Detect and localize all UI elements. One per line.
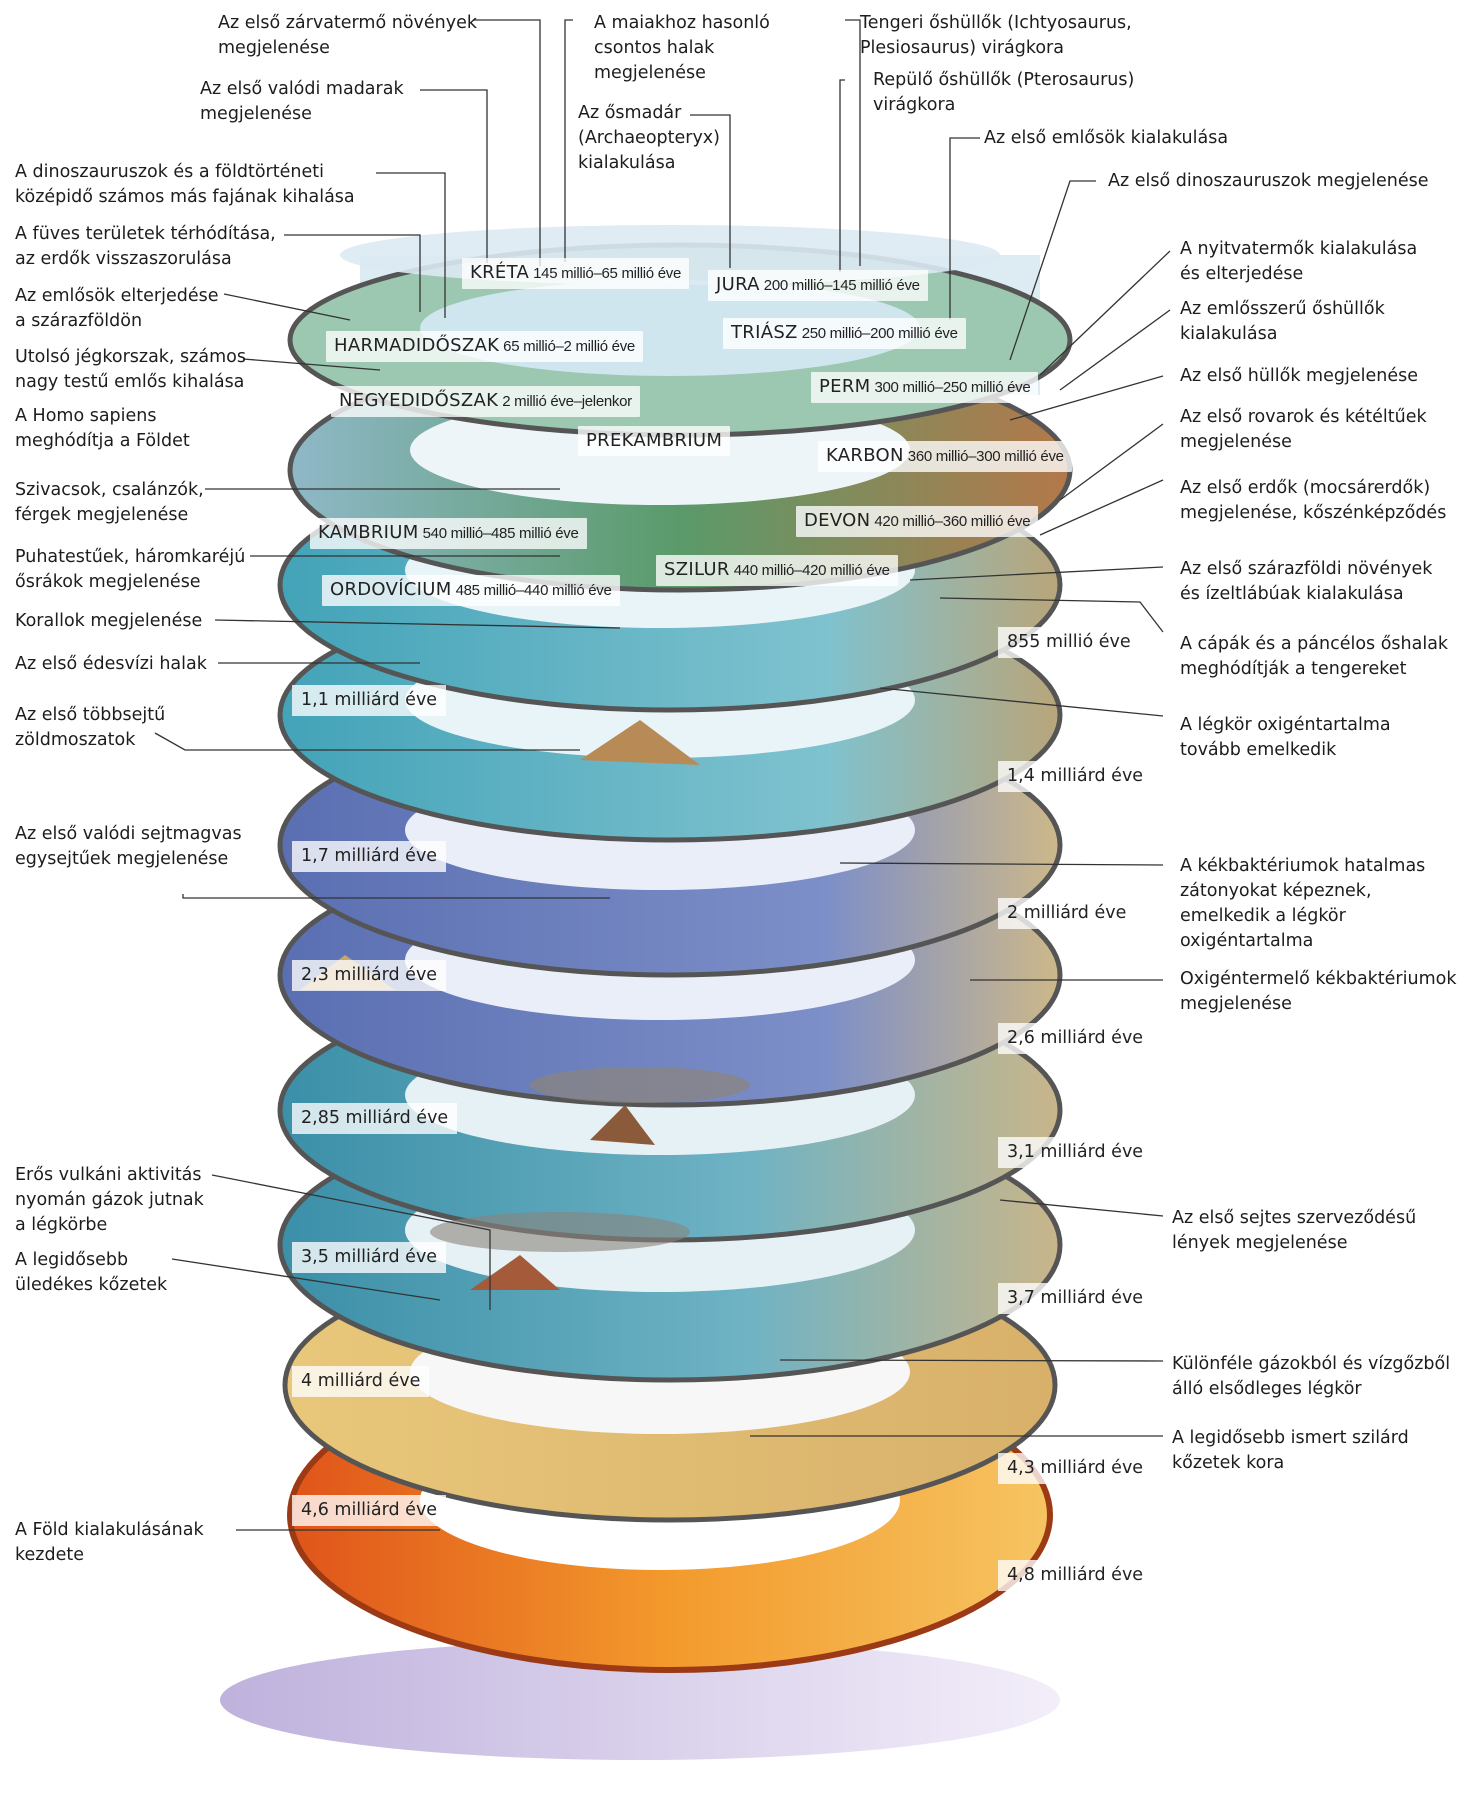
age-tag: 3,1 milliárd éve bbox=[998, 1137, 1153, 1168]
period-tag-prekambrium: PREKAMBRIUM bbox=[578, 426, 731, 456]
smoke-cloud bbox=[430, 1212, 690, 1252]
leader-lines bbox=[154, 19, 1171, 1531]
age-tag: 3,5 milliárd éve bbox=[292, 1242, 447, 1273]
age-tag: 2,3 milliárd éve bbox=[292, 960, 447, 991]
island-shape bbox=[580, 720, 700, 765]
volcano-shape bbox=[470, 1255, 560, 1290]
annotation-label: Az első emlősök kialakulása bbox=[984, 128, 1229, 148]
annotation-label: Az első erdők (mocsárerdők)megjelenése, … bbox=[1180, 478, 1447, 523]
annotation-label: Tengeri őshüllők (Ichtyosaurus,Plesiosau… bbox=[860, 13, 1132, 58]
age-tag: 1,1 milliárd éve bbox=[292, 685, 447, 716]
age-tag: 2 milliárd éve bbox=[998, 898, 1136, 929]
annotation-label: Repülő őshüllők (Pterosaurus)virágkora bbox=[873, 70, 1135, 115]
annotation-label: Az ősmadár(Archaeopteryx)kialakulása bbox=[578, 103, 720, 173]
annotation-label: Korallok megjelenése bbox=[15, 611, 203, 631]
age-tag: 1,7 milliárd éve bbox=[292, 841, 447, 872]
age-tag: 4 milliárd éve bbox=[292, 1366, 430, 1397]
annotation-label: Szivacsok, csalánzók,férgek megjelenése bbox=[15, 480, 204, 525]
age-tag: 1,4 milliárd éve bbox=[998, 761, 1153, 792]
annotation-label: Az első hüllők megjelenése bbox=[1180, 366, 1418, 386]
age-tag: 855 millió éve bbox=[998, 627, 1140, 658]
smoke-cloud bbox=[530, 1067, 750, 1103]
age-tag: 4,3 milliárd éve bbox=[998, 1453, 1153, 1484]
age-tag: 4,8 milliárd éve bbox=[998, 1560, 1153, 1591]
annotation-label: Az első dinoszauruszok megjelenése bbox=[1108, 171, 1429, 191]
volcano-shape bbox=[590, 1105, 655, 1145]
annotation-label: A füves területek térhódítása,az erdők v… bbox=[15, 224, 276, 269]
age-tag: 2,85 milliárd éve bbox=[292, 1103, 458, 1134]
age-tag: 4,6 milliárd éve bbox=[292, 1495, 447, 1526]
age-tag: 3,7 milliárd éve bbox=[998, 1283, 1153, 1314]
annotation-label: Az első édesvízi halak bbox=[15, 654, 207, 674]
age-tag: 2,6 milliárd éve bbox=[998, 1023, 1153, 1054]
